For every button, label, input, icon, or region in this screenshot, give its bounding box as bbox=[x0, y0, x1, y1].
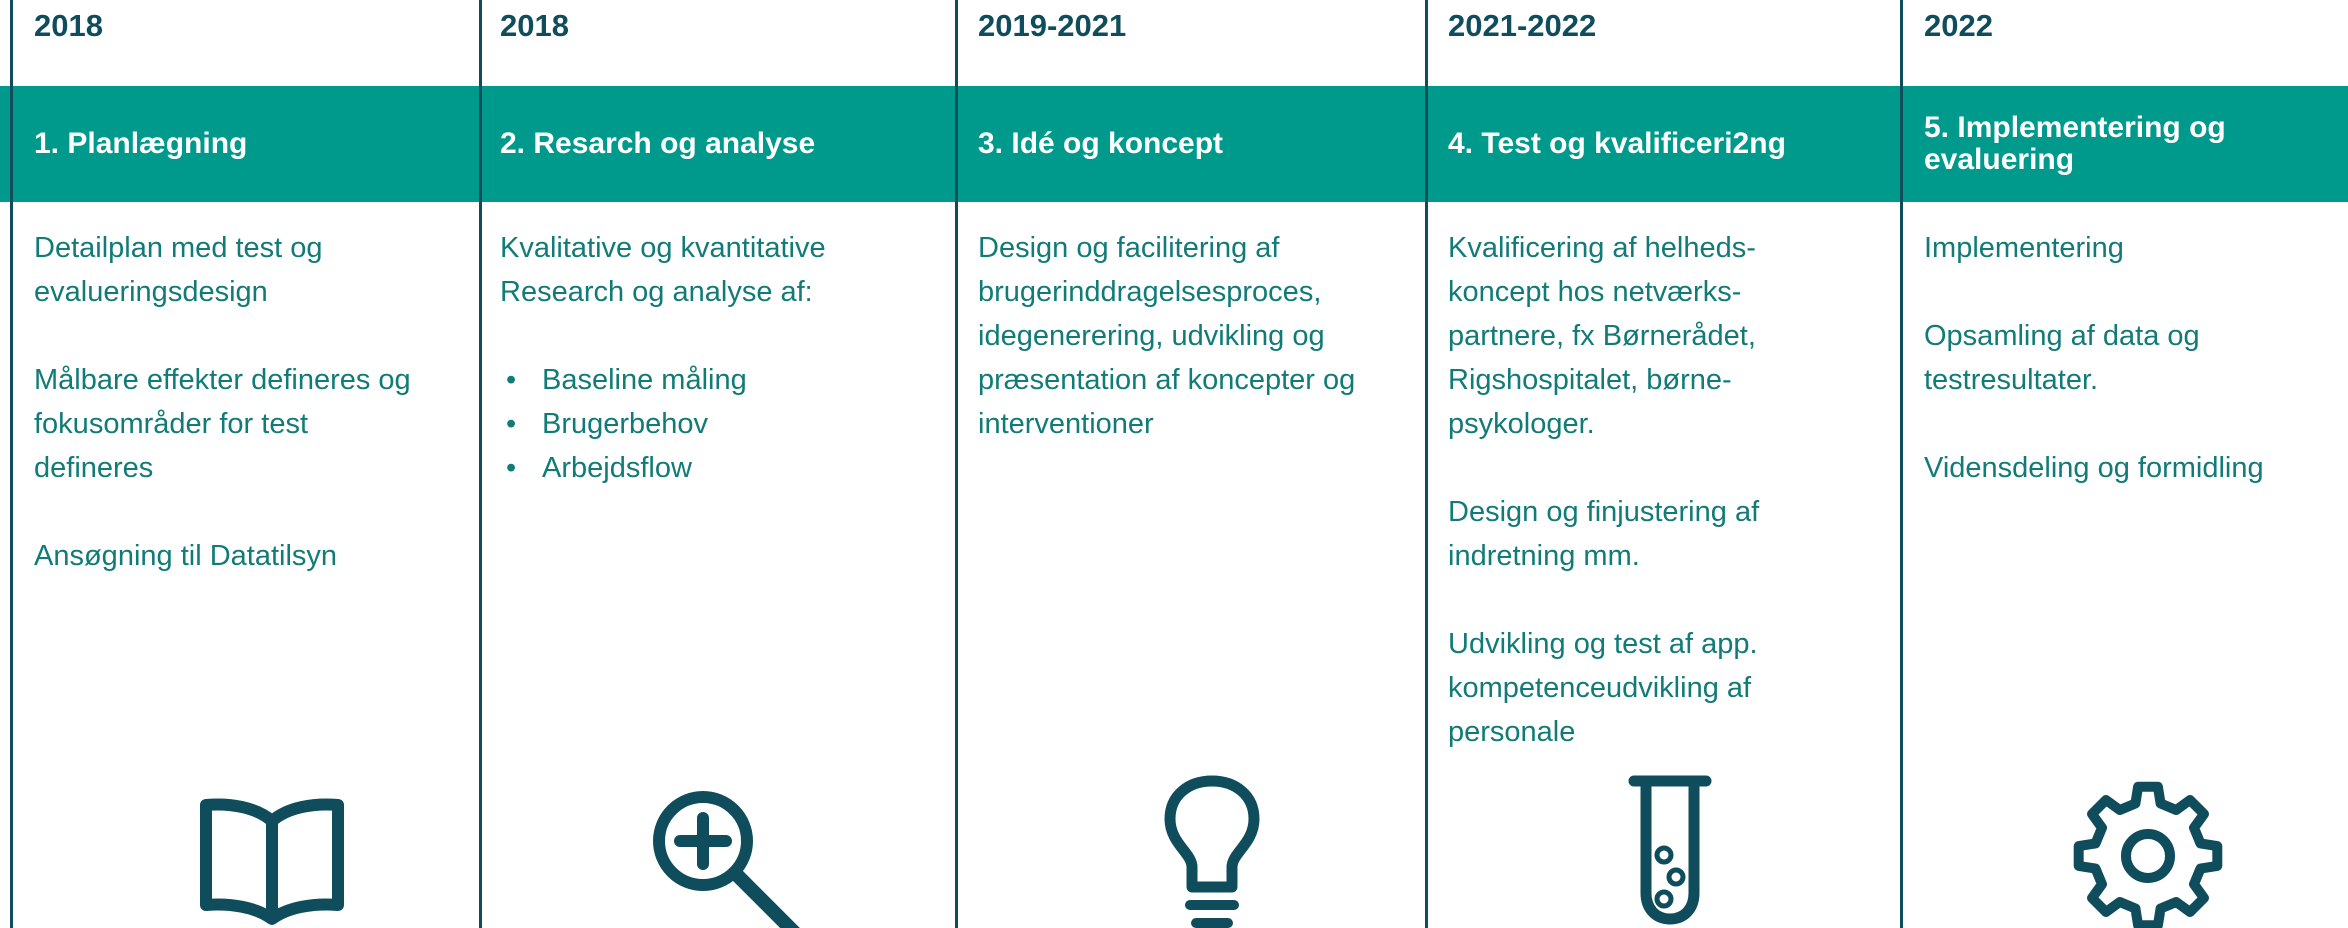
timeline-divider bbox=[1425, 0, 1428, 928]
phase-content: Kvalificering af helheds- koncept hos ne… bbox=[1448, 226, 1878, 798]
lightbulb-icon bbox=[1162, 775, 1262, 928]
test-tube-icon bbox=[1628, 773, 1712, 925]
phase-title: 2. Resarch og analyse bbox=[500, 127, 816, 160]
description-text: Udvikling og test af app. kompetenceudvi… bbox=[1448, 628, 1758, 748]
phase-column-implementation: 2022 5. Implementering og evaluering Imp… bbox=[1924, 0, 2334, 928]
year-label: 2022 bbox=[1924, 8, 1993, 43]
description-text: Kvalificering af helheds- koncept hos ne… bbox=[1448, 232, 1756, 440]
year-label: 2021-2022 bbox=[1448, 8, 1597, 43]
phase-content: Detailplan med test og evalueringsdesign… bbox=[34, 226, 464, 622]
timeline-divider bbox=[10, 0, 13, 928]
timeline-divider bbox=[479, 0, 482, 928]
timeline-divider bbox=[955, 0, 958, 928]
description-text: Implementering bbox=[1924, 232, 2124, 264]
description-text: Målbare effekter defineres og fokusområd… bbox=[34, 364, 411, 484]
open-book-icon bbox=[200, 795, 344, 925]
description-text: Vidensdeling og formidling bbox=[1924, 452, 2264, 484]
phase-title: 4. Test og kvalificeri2ng bbox=[1448, 127, 1786, 160]
list-item: Brugerbehov bbox=[500, 402, 940, 446]
phase-title: 3. Idé og koncept bbox=[978, 127, 1224, 160]
year-label: 2019-2021 bbox=[978, 8, 1127, 43]
phase-content: Design og facilitering af brugerinddrage… bbox=[978, 226, 1418, 490]
phase-column-research: 2018 2. Resarch og analyse Kvalitative o… bbox=[500, 0, 940, 928]
phase-column-planning: 2018 1. Planlægning Detailplan med test … bbox=[34, 0, 464, 928]
description-text: Opsamling af data og testresultater. bbox=[1924, 320, 2200, 396]
timeline-divider bbox=[1900, 0, 1903, 928]
phase-title: 1. Planlægning bbox=[34, 127, 248, 160]
year-label: 2018 bbox=[500, 8, 569, 43]
phase-column-test: 2021-2022 4. Test og kvalificeri2ng Kval… bbox=[1448, 0, 1878, 928]
phase-band bbox=[0, 86, 2348, 202]
list-item: Baseline måling bbox=[500, 358, 940, 402]
description-text: Kvalitative og kvantitative Research og … bbox=[500, 232, 826, 308]
bullet-list: Baseline måling Brugerbehov Arbejdsflow bbox=[500, 358, 940, 490]
zoom-in-icon bbox=[650, 788, 800, 928]
phase-title: 5. Implementering og evaluering bbox=[1924, 111, 2226, 176]
list-item: Arbejdsflow bbox=[500, 446, 940, 490]
phase-content: Kvalitative og kvantitative Research og … bbox=[500, 226, 940, 534]
description-text: Detailplan med test og evalueringsdesign bbox=[34, 232, 323, 308]
phase-content: Implementering Opsamling af data og test… bbox=[1924, 226, 2334, 534]
description-text: Design og finjustering af indretning mm. bbox=[1448, 496, 1760, 572]
year-label: 2018 bbox=[34, 8, 103, 43]
gear-icon bbox=[2070, 778, 2226, 928]
description-text: Ansøgning til Datatilsyn bbox=[34, 540, 338, 572]
description-text: Design og facilitering af brugerinddrage… bbox=[978, 232, 1356, 440]
phase-column-idea: 2019-2021 3. Idé og koncept Design og fa… bbox=[978, 0, 1418, 928]
